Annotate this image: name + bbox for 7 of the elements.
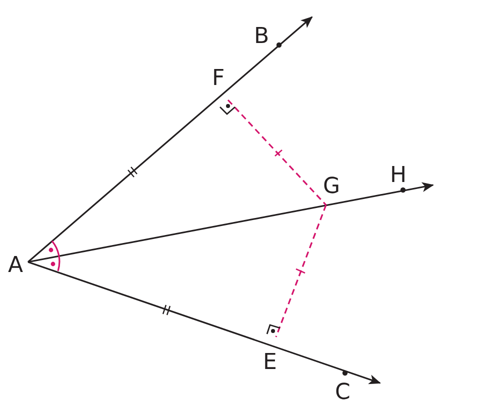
point-label: C: [335, 382, 350, 404]
point-label: A: [8, 255, 24, 277]
point-label: B: [254, 26, 270, 48]
point-label: F: [212, 68, 225, 90]
point-label: E: [263, 352, 277, 374]
point-label: G: [323, 176, 340, 198]
point-label: H: [390, 165, 407, 187]
